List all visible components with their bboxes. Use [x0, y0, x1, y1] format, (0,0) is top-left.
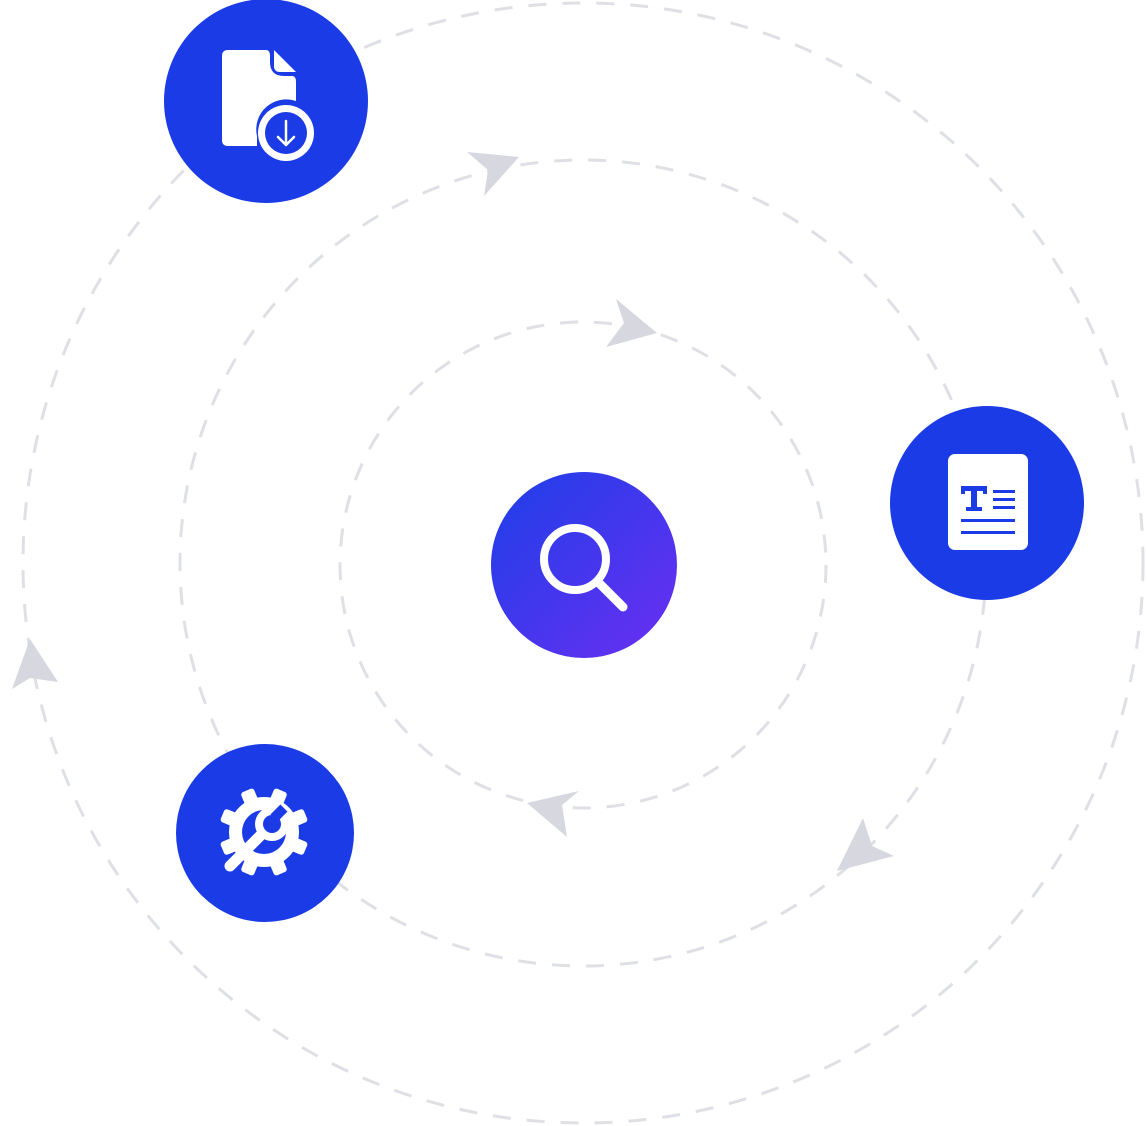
- file-download-icon: [222, 50, 314, 161]
- orbit-outer: [21, 1, 1145, 1125]
- arrow-middle-right: [837, 818, 894, 871]
- gear-wrench-icon: [220, 788, 308, 876]
- node-settings-tools: [176, 744, 354, 922]
- text-document-icon: [948, 454, 1028, 550]
- orbit-inner: [338, 320, 828, 810]
- node-text-document: [890, 406, 1084, 600]
- arrow-inner-bottom: [527, 791, 579, 837]
- hub-search-bg: [491, 472, 677, 658]
- arrow-inner-top: [606, 299, 657, 347]
- arrow-middle-top: [467, 152, 519, 196]
- hub-search: [491, 472, 677, 658]
- node-file-download: [164, 0, 368, 203]
- direction-arrows: [12, 152, 894, 871]
- search-icon: [540, 524, 628, 612]
- arrow-outer-left: [12, 639, 58, 689]
